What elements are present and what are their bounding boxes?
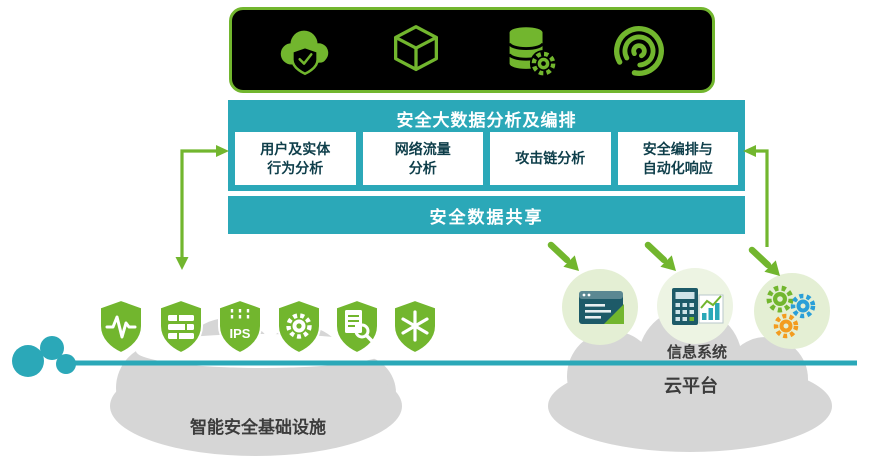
panel-title: 安全大数据分析及编排 [396, 111, 577, 130]
calculator-chart-icon [657, 268, 733, 344]
capability-box [229, 7, 715, 93]
shield-row-highlight [136, 334, 388, 368]
snowflake-shield-icon [393, 298, 437, 355]
radar-icon [614, 26, 664, 76]
module-ueba: 用户及实体 行为分析 [235, 132, 356, 185]
arrow-to-web-app-head [563, 255, 579, 271]
app-circles [562, 268, 830, 349]
arrow-to-calculator [644, 241, 668, 264]
data-sharing-bar: 安全数据共享 [228, 196, 745, 234]
cloud-platform-label: 云平台 [664, 375, 718, 396]
cloud-shield-icon [280, 30, 329, 76]
analysis-panel: 安全大数据分析及编排 用户及实体 行为分析 网络流量 分析 攻击链分析 安全编排… [228, 100, 745, 191]
module-soar: 安全编排与 自动化响应 [617, 132, 738, 185]
arrow-to-calculator-head [660, 255, 676, 271]
shield-row: IPS [99, 298, 437, 355]
arrow-to-web-app [547, 241, 571, 264]
module-killchain: 攻击链分析 [490, 132, 611, 185]
left-connector-head-down [175, 257, 189, 270]
bus-line [70, 360, 857, 366]
right-connector-head-left [743, 145, 756, 157]
infrastructure-cloud [110, 318, 402, 456]
arrow-to-gears-head [764, 260, 780, 276]
database-gear-icon [507, 27, 557, 78]
ips-text: IPS [230, 326, 251, 341]
connector-arrows [175, 145, 780, 276]
pulse-shield-icon [99, 298, 143, 355]
information-system-label: 信息系统 [667, 343, 727, 361]
firewall-shield-icon [159, 298, 203, 355]
audit-shield-icon [335, 298, 379, 355]
integration-gears-icon [754, 273, 830, 349]
cloud-platform-cloud [548, 308, 832, 452]
right-connector-line [756, 149, 769, 247]
arrow-to-gears [748, 246, 772, 269]
module-traffic: 网络流量 分析 [362, 132, 483, 185]
ips-shield-icon: IPS [218, 298, 262, 355]
module-row: 用户及实体 行为分析 网络流量 分析 攻击链分析 安全编排与 自动化响应 [235, 132, 738, 185]
left-connector-head-right [216, 145, 229, 157]
web-app-icon [562, 269, 638, 345]
infrastructure-label: 智能安全基础设施 [190, 417, 326, 437]
cube-icon [394, 25, 439, 72]
left-connector-line [180, 149, 216, 258]
gear-shield-icon [277, 298, 321, 355]
teal-cloud-icon [12, 336, 76, 377]
